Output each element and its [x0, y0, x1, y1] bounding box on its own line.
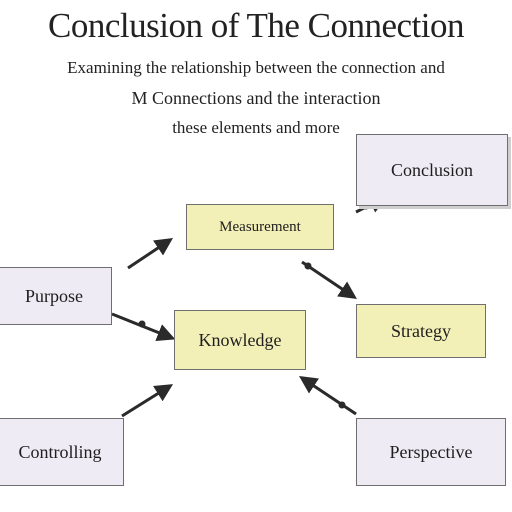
node-strategy: Strategy	[356, 304, 486, 358]
arrow-purpose-to-measurement	[128, 240, 170, 268]
node-conclusion: Conclusion	[356, 134, 508, 206]
node-measurement: Measurement	[186, 204, 334, 250]
node-purpose-label: Purpose	[25, 286, 83, 307]
node-measurement-label: Measurement	[219, 219, 301, 236]
arrow-perspective-to-knowledge	[302, 378, 356, 414]
connector-dot	[139, 321, 146, 328]
connector-dot	[305, 263, 312, 270]
node-strategy-label: Strategy	[391, 321, 451, 342]
node-knowledge-label: Knowledge	[199, 330, 282, 351]
node-conclusion-label: Conclusion	[391, 160, 473, 181]
arrow-controlling-to-knowledge	[122, 386, 170, 416]
node-perspective-label: Perspective	[390, 442, 473, 463]
connector-dot	[339, 402, 346, 409]
node-knowledge: Knowledge	[174, 310, 306, 370]
node-controlling: Controlling	[0, 418, 124, 486]
node-perspective: Perspective	[356, 418, 506, 486]
node-controlling-label: Controlling	[18, 442, 101, 463]
node-purpose: Purpose	[0, 267, 112, 325]
